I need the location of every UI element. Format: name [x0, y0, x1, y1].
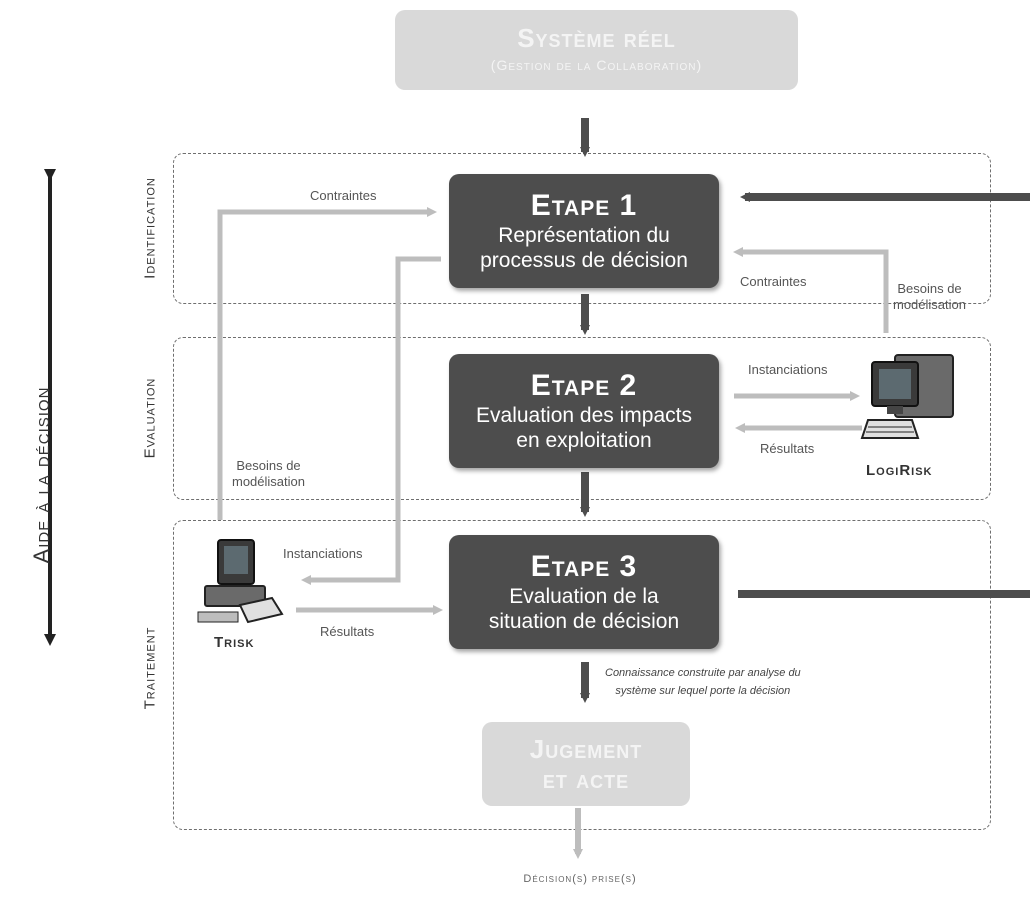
phase-label-evaluation: Evaluation — [141, 377, 159, 459]
step3-line2: situation de décision — [488, 610, 680, 633]
label-contraintes-left: Contraintes — [310, 188, 377, 203]
step1-line1: Représentation du — [498, 224, 670, 247]
knowledge-note-line2: système sur lequel porte la décision — [615, 685, 791, 697]
label-resultats-right: Résultats — [760, 441, 815, 456]
label-contraintes-right: Contraintes — [740, 274, 807, 289]
phase-traitement-frame — [173, 520, 991, 830]
label-besoins-left: Besoins de modélisation — [232, 458, 305, 490]
arrow-contraintes-left — [217, 207, 437, 520]
label-besoins-left-line1: Besoins de — [236, 458, 301, 473]
judgement-line2: et acte — [542, 764, 630, 794]
step3-box: Etape 3 Evaluation de la situation de dé… — [449, 535, 719, 649]
label-resultats-left: Résultats — [320, 624, 375, 639]
real-system-box: Système réel (Gestion de la Collaboratio… — [395, 10, 798, 90]
trisk-label: Trisk — [214, 634, 255, 651]
phase-label-traitement: Traitement — [141, 626, 159, 710]
judgement-line1: Jugement — [529, 734, 643, 764]
label-besoins-left-line2: modélisation — [232, 474, 305, 489]
step2-line2: en exploitation — [516, 429, 652, 452]
logirisk-label: LogiRisk — [866, 462, 933, 479]
step2-box: Etape 2 Evaluation des impacts en exploi… — [449, 354, 719, 468]
judgement-box: Jugement et acte — [482, 722, 690, 806]
label-besoins-right-line1: Besoins de — [897, 281, 962, 296]
step3-line1: Evaluation de la — [509, 585, 659, 608]
step1-line2: processus de décision — [480, 249, 688, 272]
logirisk-computer-icon — [860, 354, 954, 439]
step1-title: Etape 1 — [530, 189, 638, 222]
knowledge-note: Connaissance construite par analyse du s… — [605, 664, 801, 700]
decision-support-label: Aide à la décision — [29, 386, 54, 564]
step3-title: Etape 3 — [530, 550, 638, 583]
trisk-computer-icon — [197, 539, 284, 624]
real-system-subtitle: (Gestion de la Collaboration) — [490, 56, 703, 73]
label-besoins-right-line2: modélisation — [893, 297, 966, 312]
real-system-title: Système réel — [517, 22, 676, 53]
knowledge-note-line1: Connaissance construite par analyse du — [605, 667, 801, 679]
step2-line1: Evaluation des impacts — [476, 404, 692, 427]
step1-box: Etape 1 Représentation du processus de d… — [449, 174, 719, 288]
arrow-contraintes-right — [733, 247, 889, 333]
phase-label-identification: Identification — [141, 177, 159, 279]
label-instanciations-right: Instanciations — [748, 362, 828, 377]
arrow-instanciations-left — [301, 256, 441, 585]
step2-title: Etape 2 — [530, 369, 638, 402]
label-besoins-right: Besoins de modélisation — [893, 281, 966, 313]
label-instanciations-left: Instanciations — [283, 546, 363, 561]
decision-output-label: Décision(s) prise(s) — [523, 873, 637, 885]
